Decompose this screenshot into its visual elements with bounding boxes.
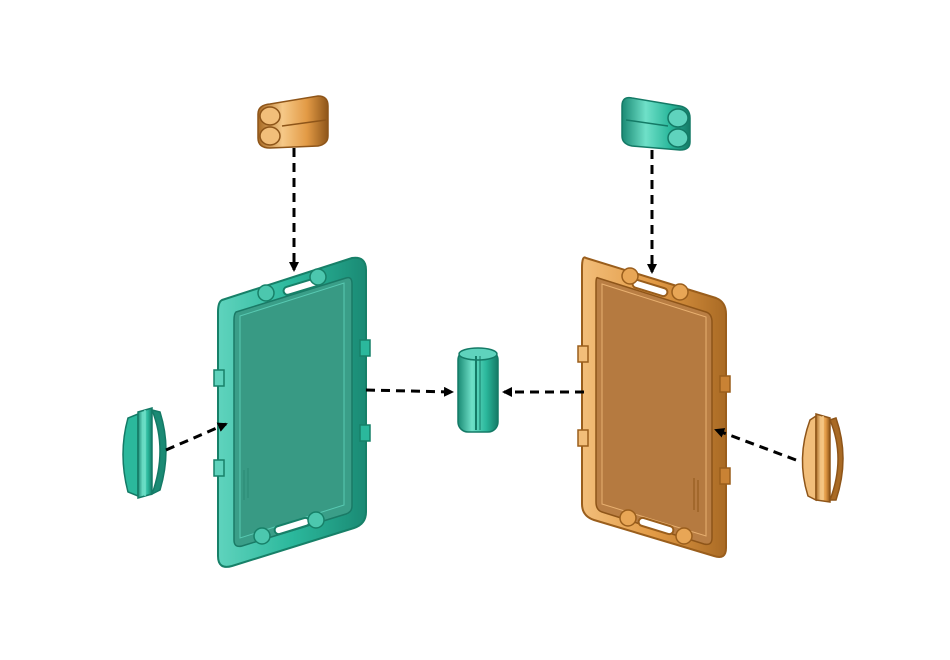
- orange-double-clip-top: [258, 96, 328, 148]
- teal-panel: [214, 258, 370, 567]
- arrow-orange-side-clip-to-orange-panel: [716, 430, 796, 460]
- teal-center-connector: [458, 348, 498, 432]
- orange-panel: [578, 257, 730, 557]
- arrow-teal-panel-to-connector: [366, 390, 452, 392]
- teal-double-clip-top: [622, 98, 690, 150]
- orange-side-clip-right: [802, 414, 843, 502]
- teal-side-clip-left: [123, 408, 166, 498]
